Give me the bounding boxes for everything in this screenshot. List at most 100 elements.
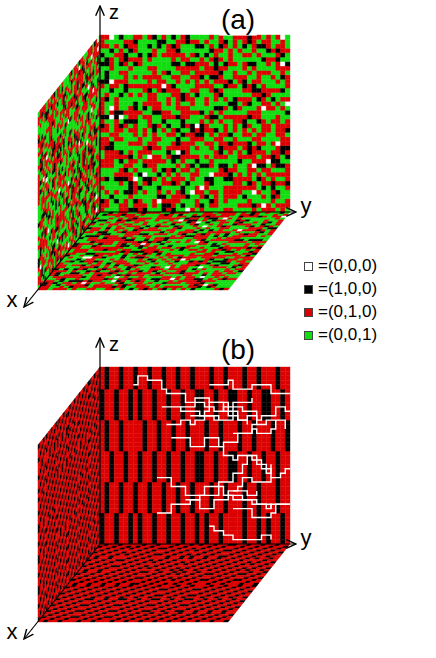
lattice-cell bbox=[143, 154, 148, 158]
lattice-cell bbox=[266, 190, 271, 194]
lattice-cell bbox=[133, 44, 138, 48]
lattice-cell bbox=[262, 101, 267, 105]
lattice-cell bbox=[124, 101, 129, 105]
lattice-cell bbox=[214, 124, 219, 128]
lattice-cell bbox=[124, 88, 129, 92]
lattice-cell bbox=[247, 141, 252, 145]
lattice-cell bbox=[271, 88, 276, 92]
lattice-cell bbox=[262, 203, 267, 207]
lattice-cell bbox=[233, 208, 238, 212]
lattice-cell bbox=[243, 172, 248, 176]
lattice-cell bbox=[186, 48, 191, 52]
lattice-cell bbox=[195, 93, 200, 97]
lattice-cell bbox=[200, 110, 205, 114]
lattice-cell bbox=[190, 75, 195, 79]
lattice-cell bbox=[129, 181, 134, 185]
lattice-cell bbox=[285, 97, 290, 101]
lattice-cell bbox=[195, 172, 200, 176]
lattice-cell bbox=[133, 62, 138, 66]
lattice-cell bbox=[228, 57, 233, 61]
lattice-cell bbox=[243, 185, 248, 189]
lattice-cell bbox=[243, 66, 248, 70]
lattice-cell bbox=[129, 93, 134, 97]
lattice-cell bbox=[119, 199, 124, 203]
lattice-cell bbox=[110, 44, 115, 48]
lattice-cell bbox=[143, 35, 148, 39]
lattice-cell bbox=[285, 137, 290, 141]
lattice-cell bbox=[190, 168, 195, 172]
lattice-cell bbox=[190, 150, 195, 154]
lattice-cell bbox=[129, 124, 134, 128]
lattice-cell bbox=[190, 141, 195, 145]
lattice-cell bbox=[243, 79, 248, 83]
lattice-cell bbox=[114, 172, 119, 176]
lattice-cell bbox=[157, 146, 162, 150]
lattice-cell bbox=[281, 88, 286, 92]
lattice-cell bbox=[247, 124, 252, 128]
lattice-cell bbox=[205, 208, 210, 212]
lattice-cell bbox=[152, 150, 157, 154]
lattice-cell bbox=[262, 75, 267, 79]
lattice-cell bbox=[119, 110, 124, 114]
lattice-cell bbox=[243, 163, 248, 167]
lattice-cell bbox=[105, 97, 110, 101]
lattice-cell bbox=[105, 137, 110, 141]
lattice-cell bbox=[205, 115, 210, 119]
lattice-cell bbox=[271, 66, 276, 70]
lattice-cell bbox=[152, 137, 157, 141]
lattice-cell bbox=[271, 203, 276, 207]
lattice-cell bbox=[262, 168, 267, 172]
lattice-cell bbox=[171, 62, 176, 66]
lattice-cell bbox=[285, 141, 290, 145]
lattice-cell bbox=[119, 150, 124, 154]
lattice-cell bbox=[266, 66, 271, 70]
lattice-cell bbox=[114, 132, 119, 136]
lattice-cell bbox=[162, 44, 167, 48]
lattice-cell bbox=[200, 93, 205, 97]
lattice-cell bbox=[162, 110, 167, 114]
lattice-cell bbox=[200, 208, 205, 212]
lattice-cell bbox=[262, 137, 267, 141]
lattice-cell bbox=[148, 97, 153, 101]
lattice-cell bbox=[186, 132, 191, 136]
lattice-cell bbox=[214, 110, 219, 114]
lattice-cell bbox=[171, 185, 176, 189]
lattice-cell bbox=[138, 168, 143, 172]
lattice-cell bbox=[243, 119, 248, 123]
lattice-cell bbox=[157, 84, 162, 88]
lattice-cell bbox=[100, 101, 105, 105]
lattice-cell bbox=[243, 101, 248, 105]
lattice-cell bbox=[110, 88, 115, 92]
lattice-cell bbox=[124, 115, 129, 119]
lattice-cell bbox=[257, 172, 262, 176]
lattice-cell bbox=[200, 203, 205, 207]
lattice-cell bbox=[143, 39, 148, 43]
lattice-cell bbox=[157, 70, 162, 74]
lattice-cell bbox=[224, 199, 229, 203]
lattice-cell bbox=[214, 106, 219, 110]
lattice-cell bbox=[114, 199, 119, 203]
lattice-cell bbox=[219, 208, 224, 212]
lattice-cell bbox=[252, 132, 257, 136]
lattice-cell bbox=[195, 203, 200, 207]
lattice-cell bbox=[157, 128, 162, 132]
lattice-cell bbox=[266, 35, 271, 39]
lattice-cell bbox=[162, 97, 167, 101]
lattice-cell bbox=[190, 115, 195, 119]
lattice-cell bbox=[157, 106, 162, 110]
lattice-cell bbox=[252, 110, 257, 114]
lattice-cell bbox=[276, 150, 281, 154]
lattice-cell bbox=[114, 44, 119, 48]
lattice-cell bbox=[186, 185, 191, 189]
lattice-cell bbox=[276, 128, 281, 132]
lattice-cell bbox=[157, 79, 162, 83]
lattice-cell bbox=[214, 48, 219, 52]
lattice-cell bbox=[195, 181, 200, 185]
lattice-cell bbox=[171, 177, 176, 181]
lattice-cell bbox=[143, 93, 148, 97]
lattice-cell bbox=[181, 115, 186, 119]
lattice-cell bbox=[205, 53, 210, 57]
lattice-cell bbox=[238, 106, 243, 110]
lattice-cell bbox=[243, 124, 248, 128]
lattice-cell bbox=[233, 66, 238, 70]
